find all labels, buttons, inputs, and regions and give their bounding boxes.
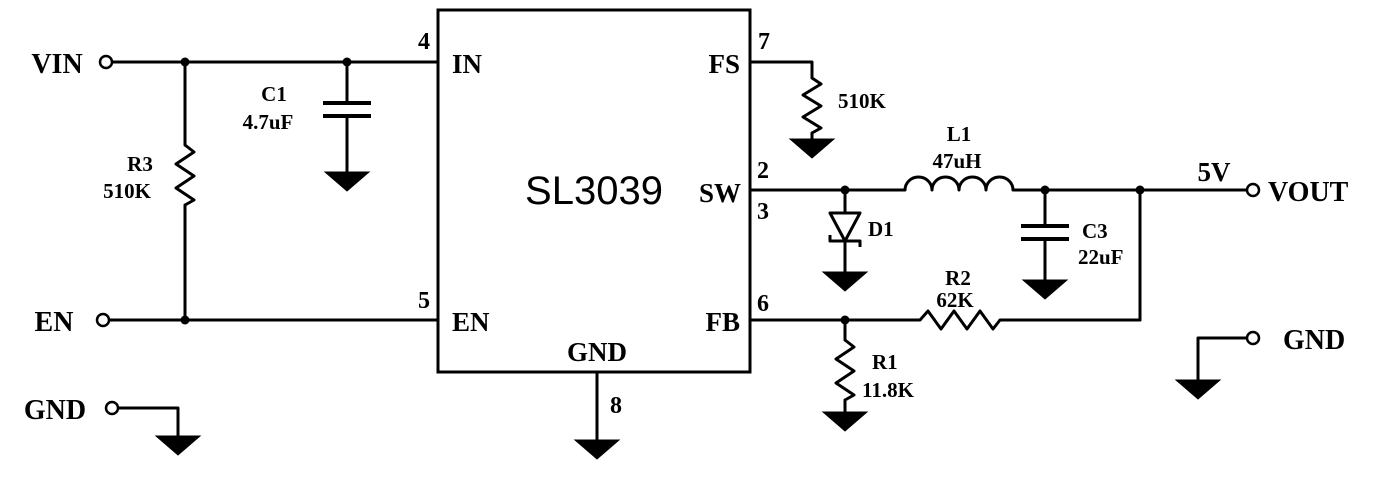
ic-pin-label-sw: SW — [699, 178, 741, 208]
ic-pin-num-en: 5 — [418, 288, 430, 314]
r2-symbol — [918, 309, 1002, 331]
capacitor-c1: C1 4.7uF — [243, 82, 371, 134]
ground-d1 — [821, 271, 869, 292]
gnd-right-terminal — [1245, 330, 1261, 346]
r2-ref-label: R2 — [945, 266, 971, 290]
vout-terminal — [1245, 182, 1261, 198]
inductor-l1: L1 47uH — [903, 122, 1015, 192]
ic-pin-label-gnd: GND — [567, 337, 627, 367]
ground-c1 — [323, 171, 371, 192]
ic-pin-num-sw-2: 2 — [757, 158, 769, 184]
diode-d1: D1 — [828, 211, 894, 247]
d1-ref-label: D1 — [868, 217, 894, 241]
ic-pin-num-in: 4 — [418, 29, 430, 55]
ic-pin-num-gnd: 8 — [610, 393, 622, 419]
junction-out-c3 — [1040, 185, 1050, 195]
ic-sl3039: SL3039 IN 4 FS 7 SW 2 3 EN 5 FB 6 GND 8 — [418, 8, 770, 419]
r3-ref-label: R3 — [127, 152, 153, 176]
c1-ref-label: C1 — [261, 82, 287, 106]
wire-gnd-right — [1196, 336, 1249, 382]
junction-dots — [180, 57, 1145, 325]
ic-pin-num-fs: 7 — [758, 29, 770, 55]
junction-en-r3 — [180, 315, 190, 325]
r1-value-label: 11.8K — [862, 378, 915, 402]
r2-value-label: 62K — [936, 288, 974, 312]
gnd-left-label: GND — [24, 395, 86, 426]
gnd-left-terminal — [104, 400, 120, 416]
r1-symbol — [834, 338, 856, 402]
ground-left — [154, 435, 202, 456]
capacitor-c3: C3 22uF — [1021, 219, 1124, 269]
resistor-r1: R1 11.8K — [834, 338, 915, 402]
ground-ic — [573, 439, 621, 460]
ic-pin-label-fs: FS — [708, 49, 740, 79]
junction-fb-r1 — [840, 315, 850, 325]
resistor-fs: 510K — [801, 76, 887, 135]
d1-cathode-bar — [828, 235, 862, 247]
resistor-r2: R2 62K — [918, 266, 1002, 331]
r1-ref-label: R1 — [872, 350, 898, 374]
c3-value-label: 22uF — [1078, 245, 1124, 269]
ic-pin-num-fb: 6 — [757, 291, 769, 317]
ic-name: SL3039 — [525, 169, 663, 213]
gnd-right-label: GND — [1283, 325, 1345, 356]
fs-resistor-symbol — [801, 76, 823, 135]
junction-out-feedback — [1135, 185, 1145, 195]
ground-r1 — [821, 411, 869, 432]
ground-symbols — [154, 138, 1222, 460]
terminals: VIN EN GND 5V VOUT GND — [24, 49, 1349, 426]
output-voltage-label: 5V — [1198, 157, 1232, 187]
l1-symbol — [903, 175, 1015, 192]
vin-label: VIN — [31, 49, 82, 80]
r3-value-label: 510K — [103, 179, 152, 203]
en-terminal — [95, 312, 111, 328]
vout-label: VOUT — [1268, 177, 1349, 208]
wire-fs — [748, 60, 814, 80]
junction-vin-c1 — [342, 57, 352, 67]
ic-pin-label-en: EN — [452, 307, 490, 337]
fs-resistor-value-label: 510K — [838, 89, 887, 113]
ground-c3 — [1021, 279, 1069, 300]
ic-pin-label-in: IN — [452, 49, 483, 79]
wire-gnd-left — [116, 406, 180, 438]
junction-sw-d1 — [840, 185, 850, 195]
ground-right — [1174, 379, 1222, 400]
ic-body — [436, 8, 752, 374]
ic-pin-num-sw-3: 3 — [757, 199, 769, 225]
ic-pin-label-fb: FB — [705, 307, 740, 337]
r3-symbol — [174, 143, 196, 207]
ground-fs — [788, 138, 836, 159]
l1-value-label: 47uH — [932, 149, 981, 173]
en-label: EN — [35, 307, 74, 338]
junction-vin-r3 — [180, 57, 190, 67]
vin-terminal — [98, 54, 114, 70]
resistor-r3: R3 510K — [103, 143, 196, 207]
d1-triangle — [828, 211, 862, 243]
c3-ref-label: C3 — [1082, 219, 1108, 243]
c1-value-label: 4.7uF — [243, 110, 294, 134]
l1-ref-label: L1 — [947, 122, 972, 146]
